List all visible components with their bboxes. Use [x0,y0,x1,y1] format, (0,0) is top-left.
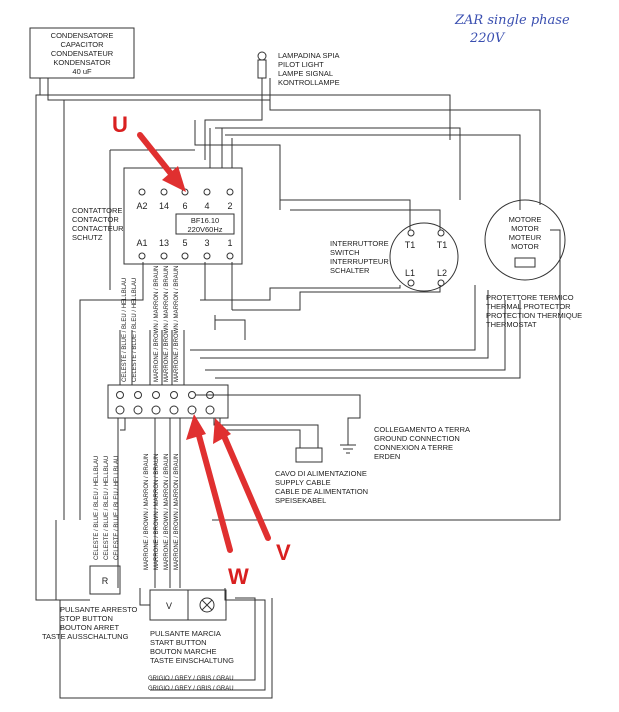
callout-label-w: W [228,564,249,589]
handwritten-note-line2: 220V [469,31,506,46]
supply-cable-label-1: CAVO DI ALIMENTAZIONE [275,469,367,478]
wire-label-brown-upper-1: MARRONE / BROWN / MARRON / BRAUN [154,266,160,382]
wire-label-brown-lower-4: MARRONE / BROWN / MARRON / BRAUN [174,454,180,570]
contactor-top-terminal-4: 4 [204,201,209,211]
start-button-symbol: V [166,601,172,611]
callout-v-arrowhead [213,418,231,444]
switch-terminal-t1-right: T1 [437,240,448,250]
stop-button-symbol: R [102,576,109,586]
thermal-protector-label-1: PROTETTORE TERMICO [486,293,574,302]
capacitor-label-3: CONDENSATEUR [51,49,114,58]
supply-cable-label-4: SPEISEKABEL [275,496,326,505]
contactor-top-terminal-6: 6 [182,201,187,211]
terminal-strip [107,384,229,419]
start-button: V PULSANTE MARCIA START BUTTON BOUTON MA… [149,589,234,665]
switch: T1 T1 L1 L2 INTERRUTTORE SWITCH INTERRUP… [330,222,459,292]
wire-label-brown-lower-1: MARRONE / BROWN / MARRON / BRAUN [144,454,150,570]
callout-label-u: U [112,112,128,137]
pilot-light-label-4: KONTROLLAMPE [278,78,340,87]
callout-w-arrowhead [186,414,206,440]
switch-label-4: SCHALTER [330,266,370,275]
contactor-bottom-terminal-1: 1 [227,238,232,248]
wire-label-blue-upper-1: CELESTE / BLUE / BLEU / HELLBLAU [122,278,128,382]
contactor-label-3: CONTACTEUR [72,224,124,233]
wire-label-grey-1: GRIGIO / GREY / GRIS / GRAU [148,676,234,682]
stop-button-label-1: PULSANTE ARRESTO [60,605,138,614]
contactor-top-terminal-a2: A2 [136,201,147,211]
wire-label-blue-lower-2: CELESTE / BLUE / BLEU / HELLBLAU [104,456,110,560]
contactor-top-terminal-2: 2 [227,201,232,211]
wire-label-brown-upper-2: MARRONE / BROWN / MARRON / BRAUN [164,266,170,382]
ground-symbol: COLLEGAMENTO A TERRA GROUND CONNECTION C… [340,425,470,461]
stop-button: R PULSANTE ARRESTO STOP BUTTON BOUTON AR… [42,565,138,641]
start-button-label-2: START BUTTON [150,638,207,647]
start-button-label-4: TASTE EINSCHALTUNG [150,656,234,665]
stop-button-label-3: BOUTON ARRET [60,623,119,632]
contactor-bottom-terminal-a1: A1 [136,238,147,248]
capacitor-label-5: 40 uF [72,67,92,76]
pilot-light-label-3: LAMPE SIGNAL [278,69,333,78]
capacitor-label-2: CAPACITOR [60,40,104,49]
wire-label-brown-lower-3: MARRONE / BROWN / MARRON / BRAUN [164,454,170,570]
thermal-protector-label-4: THERMOSTAT [486,320,537,329]
start-button-label-1: PULSANTE MARCIA [150,629,221,638]
capacitor: CONDENSATORE CAPACITOR CONDENSATEUR KOND… [29,27,135,79]
wire-label-grey-2: GRIGIO / GREY / GRIS / GRAU [148,686,234,692]
thermal-protector-label-2: THERMAL PROTECTOR [486,302,571,311]
callout-v: V [213,418,291,565]
switch-terminal-l2: L2 [437,268,447,278]
ground-label-1: COLLEGAMENTO A TERRA [374,425,470,434]
wire-label-brown-upper-3: MARRONE / BROWN / MARRON / BRAUN [174,266,180,382]
wire-label-blue-lower-1: CELESTE / BLUE / BLEU / HELLBLAU [94,456,100,560]
wire-label-brown-lower-2: MARRONE / BROWN / MARRON / BRAUN [154,454,160,570]
supply-cable-label-2: SUPPLY CABLE [275,478,331,487]
callout-label-v: V [276,540,291,565]
motor-label-3: MOTEUR [509,233,542,242]
wires [35,78,561,699]
motor-label-2: MOTOR [511,224,539,233]
contactor-voltage: 220V60Hz [187,225,222,234]
switch-terminal-l1: L1 [405,268,415,278]
pilot-light-label-1: LAMPADINA SPIA [278,51,340,60]
motor: MOTORE MOTOR MOTEUR MOTOR PROTETTORE TER… [484,199,582,329]
switch-label-2: SWITCH [330,248,360,257]
contactor-label-2: CONTACTOR [72,215,119,224]
capacitor-label-4: KONDENSATOR [53,58,111,67]
motor-label-4: MOTOR [511,242,539,251]
callout-u: U [112,112,186,192]
capacitor-label-1: CONDENSATORE [51,31,114,40]
contactor-top-terminal-14: 14 [159,201,169,211]
start-button-label-3: BOUTON MARCHE [150,647,217,656]
switch-label-3: INTERRUPTEUR [330,257,389,266]
contactor-label-1: CONTATTORE [72,206,122,215]
contactor-model: BF16.10 [191,216,219,225]
motor-label-1: MOTORE [509,215,542,224]
thermal-protector-label-3: PROTECTION THERMIQUE [486,311,582,320]
wire-label-blue-lower-3: CELESTE / BLUE / BLEU / HELLBLAU [114,456,120,560]
start-button-lamp-icon [199,597,215,613]
wire-label-blue-upper-2: CELESTE / BLUE / BLEU / HELLBLAU [132,278,138,382]
contactor-bottom-terminal-13: 13 [159,238,169,248]
switch-terminal-t1-left: T1 [405,240,416,250]
handwritten-note-line1: ZAR single phase [454,13,570,28]
contactor-bottom-terminal-3: 3 [204,238,209,248]
contactor-bottom-terminal-5: 5 [182,238,187,248]
ground-label-3: CONNEXION A TERRE [374,443,453,452]
ground-label-4: ERDEN [374,452,400,461]
pilot-light-label-2: PILOT LIGHT [278,60,324,69]
callout-w: W [186,414,249,589]
ground-label-2: GROUND CONNECTION [374,434,460,443]
stop-button-label-2: STOP BUTTON [60,614,113,623]
callout-u-arrowhead [162,166,186,192]
supply-cable-label-3: CABLE DE ALIMENTATION [275,487,368,496]
stop-button-label-4: TASTE AUSSCHALTUNG [42,632,129,641]
supply-cable: CAVO DI ALIMENTAZIONE SUPPLY CABLE CABLE… [275,447,368,505]
contactor-label-4: SCHUTZ [72,233,103,242]
switch-label-1: INTERRUTTORE [330,239,389,248]
contactor: A2 14 6 4 2 BF16.10 220V60Hz A1 13 5 3 1… [72,167,243,265]
